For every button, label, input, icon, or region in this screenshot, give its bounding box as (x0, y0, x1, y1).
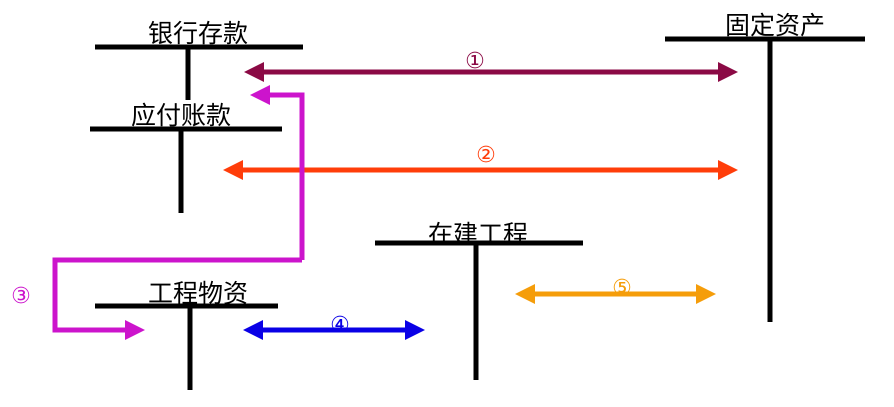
flow-1-label: ① (465, 49, 485, 74)
flow-3-arrow-to-materials (52, 257, 302, 340)
flow-4: ④ (243, 313, 425, 340)
t-account-engineering-materials: 工程物资 (95, 279, 278, 390)
flow-3-arrow-to-payable (250, 85, 305, 260)
flow-5: ⑤ (515, 276, 716, 304)
flow-5-label: ⑤ (612, 276, 632, 301)
bank-deposit-label: 银行存款 (148, 19, 248, 48)
flow-1: ① (244, 49, 738, 82)
construction-in-progress-label: 在建工程 (428, 220, 528, 249)
flow-3: ③ (11, 85, 305, 340)
engineering-materials-label: 工程物资 (148, 279, 248, 308)
t-account-bank-deposit: 银行存款 (95, 19, 303, 100)
t-account-construction-in-progress: 在建工程 (375, 220, 583, 380)
flow-2: ② (223, 143, 738, 180)
flow-3-label: ③ (11, 284, 31, 309)
flow-4-label: ④ (330, 313, 350, 338)
t-account-fixed-assets: 固定资产 (665, 11, 865, 322)
fixed-assets-label: 固定资产 (725, 11, 825, 40)
accounts-payable-label: 应付账款 (131, 101, 231, 130)
flow-2-label: ② (476, 143, 496, 168)
t-account-accounts-payable: 应付账款 (90, 101, 282, 213)
